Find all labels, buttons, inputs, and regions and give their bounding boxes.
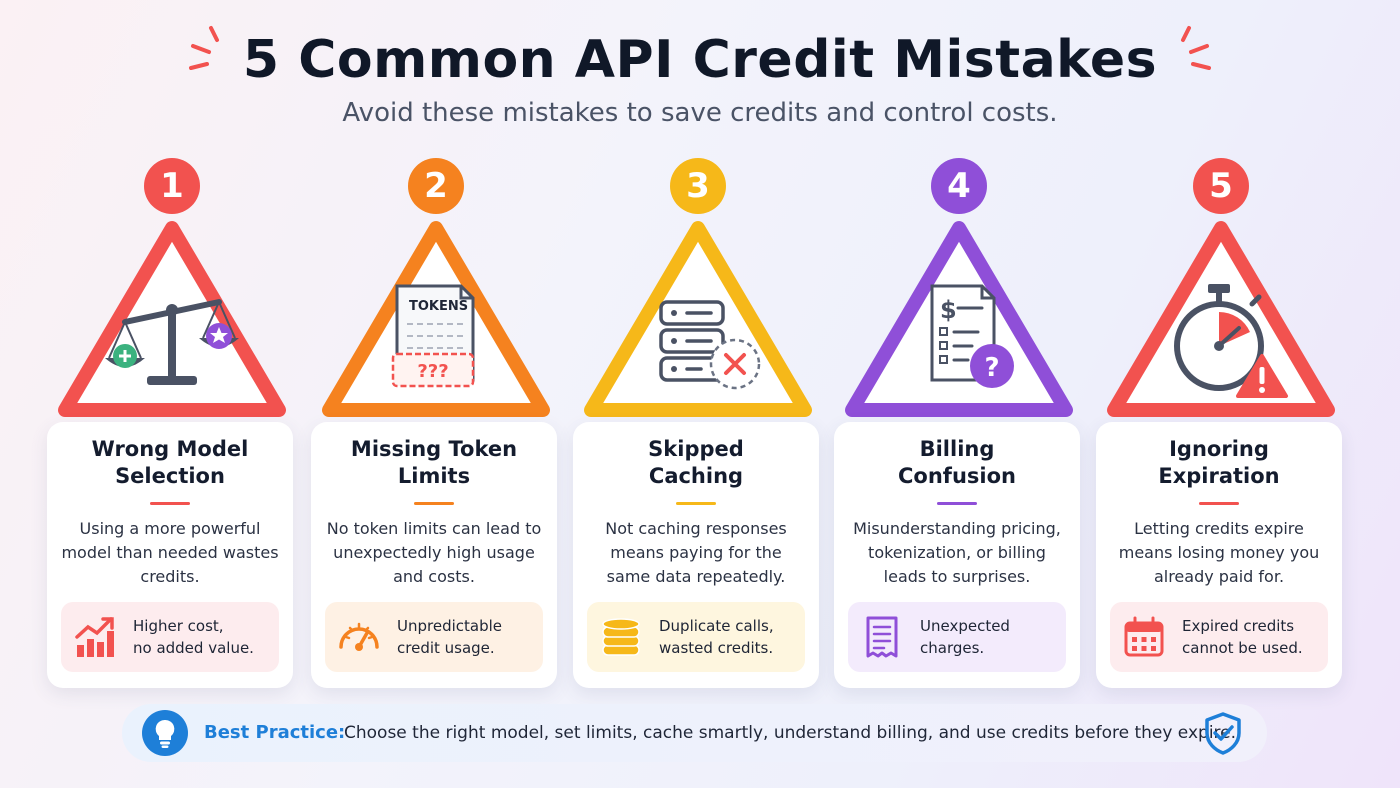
- mistake-column-1: 1 Wrong Model Selection Using a more pow…: [47, 158, 297, 690]
- warning-triangle: [584, 221, 812, 417]
- token-unknown: ???: [417, 361, 448, 382]
- impact-box: Duplicate calls, wasted credits.: [587, 602, 805, 672]
- number-badge: 4: [931, 158, 987, 214]
- token-label: TOKENS: [409, 299, 468, 314]
- impact-line: Unexpected: [920, 617, 1010, 635]
- best-practice-banner: Best Practice: Choose the right model, s…: [122, 704, 1267, 762]
- page-subtitle: Avoid these mistakes to save credits and…: [342, 98, 1058, 128]
- mistake-column-2: 2 TOKENS ??? Missing Token Limits No tok…: [311, 158, 561, 690]
- mistake-card: Wrong Model Selection Using a more power…: [47, 422, 293, 688]
- spark-right-icon: [1181, 26, 1212, 70]
- card-divider: [676, 502, 716, 505]
- card-description: No token limits can lead to unexpectedly…: [326, 519, 542, 586]
- card-description: Using a more powerful model than needed …: [61, 519, 279, 586]
- warning-triangle: [58, 221, 286, 417]
- impact-box: Unexpected charges.: [848, 602, 1066, 672]
- impact-line: wasted credits.: [659, 639, 774, 657]
- invoice-question-icon: $ ?: [930, 284, 1014, 388]
- impact-text: Unpredictable credit usage.: [397, 615, 537, 659]
- card-title-line: Skipped: [648, 437, 744, 461]
- impact-line: Duplicate calls,: [659, 617, 774, 635]
- warning-triangle: [1107, 221, 1335, 417]
- shield-check-icon: [1205, 712, 1241, 755]
- number-badge: 5: [1193, 158, 1249, 214]
- mistake-column-4: 4 $ ? Billing Confusion Misunderstanding: [834, 158, 1084, 690]
- best-practice-label: Best Practice:: [204, 722, 346, 743]
- card-title: Wrong Model Selection: [47, 436, 293, 490]
- card-title-line: Expiration: [1158, 464, 1280, 488]
- number-badge: 2: [408, 158, 464, 214]
- card-title-line: Caching: [648, 464, 744, 488]
- number-badge: 1: [144, 158, 200, 214]
- balance-scale-icon: [105, 299, 239, 385]
- impact-text: Expired credits cannot be used.: [1182, 615, 1322, 659]
- card-title-line: Missing Token: [350, 437, 518, 461]
- impact-line: Higher cost,: [133, 617, 224, 635]
- lightbulb-icon: [142, 710, 188, 756]
- card-title-line: Confusion: [898, 464, 1016, 488]
- card-divider: [414, 502, 454, 505]
- token-document-icon: TOKENS ???: [391, 284, 475, 388]
- calendar-icon: [1124, 616, 1164, 657]
- svg-text:$: $: [940, 296, 957, 324]
- svg-text:?: ?: [984, 353, 999, 383]
- card-description: Letting credits expire means losing mone…: [1118, 519, 1320, 586]
- mistake-column-3: 3 Skipped Caching Not caching responses …: [573, 158, 823, 690]
- header: 5 Common API Credit Mistakes: [0, 26, 1400, 90]
- impact-line: credit usage.: [397, 639, 495, 657]
- stopwatch-warning-icon: [1174, 284, 1288, 398]
- impact-line: Expired credits: [1182, 617, 1295, 635]
- card-divider: [937, 502, 977, 505]
- receipt-icon: [866, 616, 898, 658]
- page-title: 5 Common API Credit Mistakes: [188, 26, 1212, 90]
- speedometer-icon: [339, 622, 379, 651]
- impact-line: Unpredictable: [397, 617, 502, 635]
- card-divider: [150, 502, 190, 505]
- impact-box: Expired credits cannot be used.: [1110, 602, 1328, 672]
- card-title-line: Billing: [919, 437, 995, 461]
- impact-line: charges.: [920, 639, 985, 657]
- card-description: Misunderstanding pricing, tokenization, …: [853, 519, 1061, 586]
- card-title-line: Limits: [397, 464, 471, 488]
- impact-text: Duplicate calls, wasted credits.: [659, 615, 799, 659]
- card-title: Billing Confusion: [834, 436, 1080, 490]
- warning-triangle: $ ?: [845, 221, 1073, 417]
- number-badge: 3: [670, 158, 726, 214]
- mistake-card: Missing Token Limits No token limits can…: [311, 422, 557, 688]
- impact-text: Unexpected charges.: [920, 615, 1060, 659]
- impact-text: Higher cost, no added value.: [133, 615, 273, 659]
- impact-line: cannot be used.: [1182, 639, 1303, 657]
- server-error-icon: [659, 300, 761, 390]
- impact-line: no added value.: [133, 639, 254, 657]
- card-title: Skipped Caching: [573, 436, 819, 490]
- page-title-text: 5 Common API Credit Mistakes: [242, 30, 1158, 90]
- best-practice-text: Choose the right model, set limits, cach…: [344, 723, 1237, 743]
- spark-left-icon: [188, 26, 219, 70]
- impact-box: Unpredictable credit usage.: [325, 602, 543, 672]
- card-title-line: Selection: [115, 464, 225, 488]
- mistake-column-5: 5 Ignoring Expiration Letting credits ex…: [1096, 158, 1346, 690]
- card-title-line: Ignoring: [1169, 437, 1269, 461]
- warning-triangle: TOKENS ???: [322, 221, 550, 417]
- mistake-card: Ignoring Expiration Letting credits expi…: [1096, 422, 1342, 688]
- card-description: Not caching responses means paying for t…: [605, 519, 787, 586]
- card-title-line: Wrong Model: [91, 437, 249, 461]
- impact-box: Higher cost, no added value.: [61, 602, 279, 672]
- rising-chart-icon: [75, 617, 114, 657]
- card-title: Missing Token Limits: [311, 436, 557, 490]
- mistake-card: Billing Confusion Misunderstanding prici…: [834, 422, 1080, 688]
- mistake-card: Skipped Caching Not caching responses me…: [573, 422, 819, 688]
- card-title: Ignoring Expiration: [1096, 436, 1342, 490]
- card-divider: [1199, 502, 1239, 505]
- coin-stack-icon: [602, 618, 640, 656]
